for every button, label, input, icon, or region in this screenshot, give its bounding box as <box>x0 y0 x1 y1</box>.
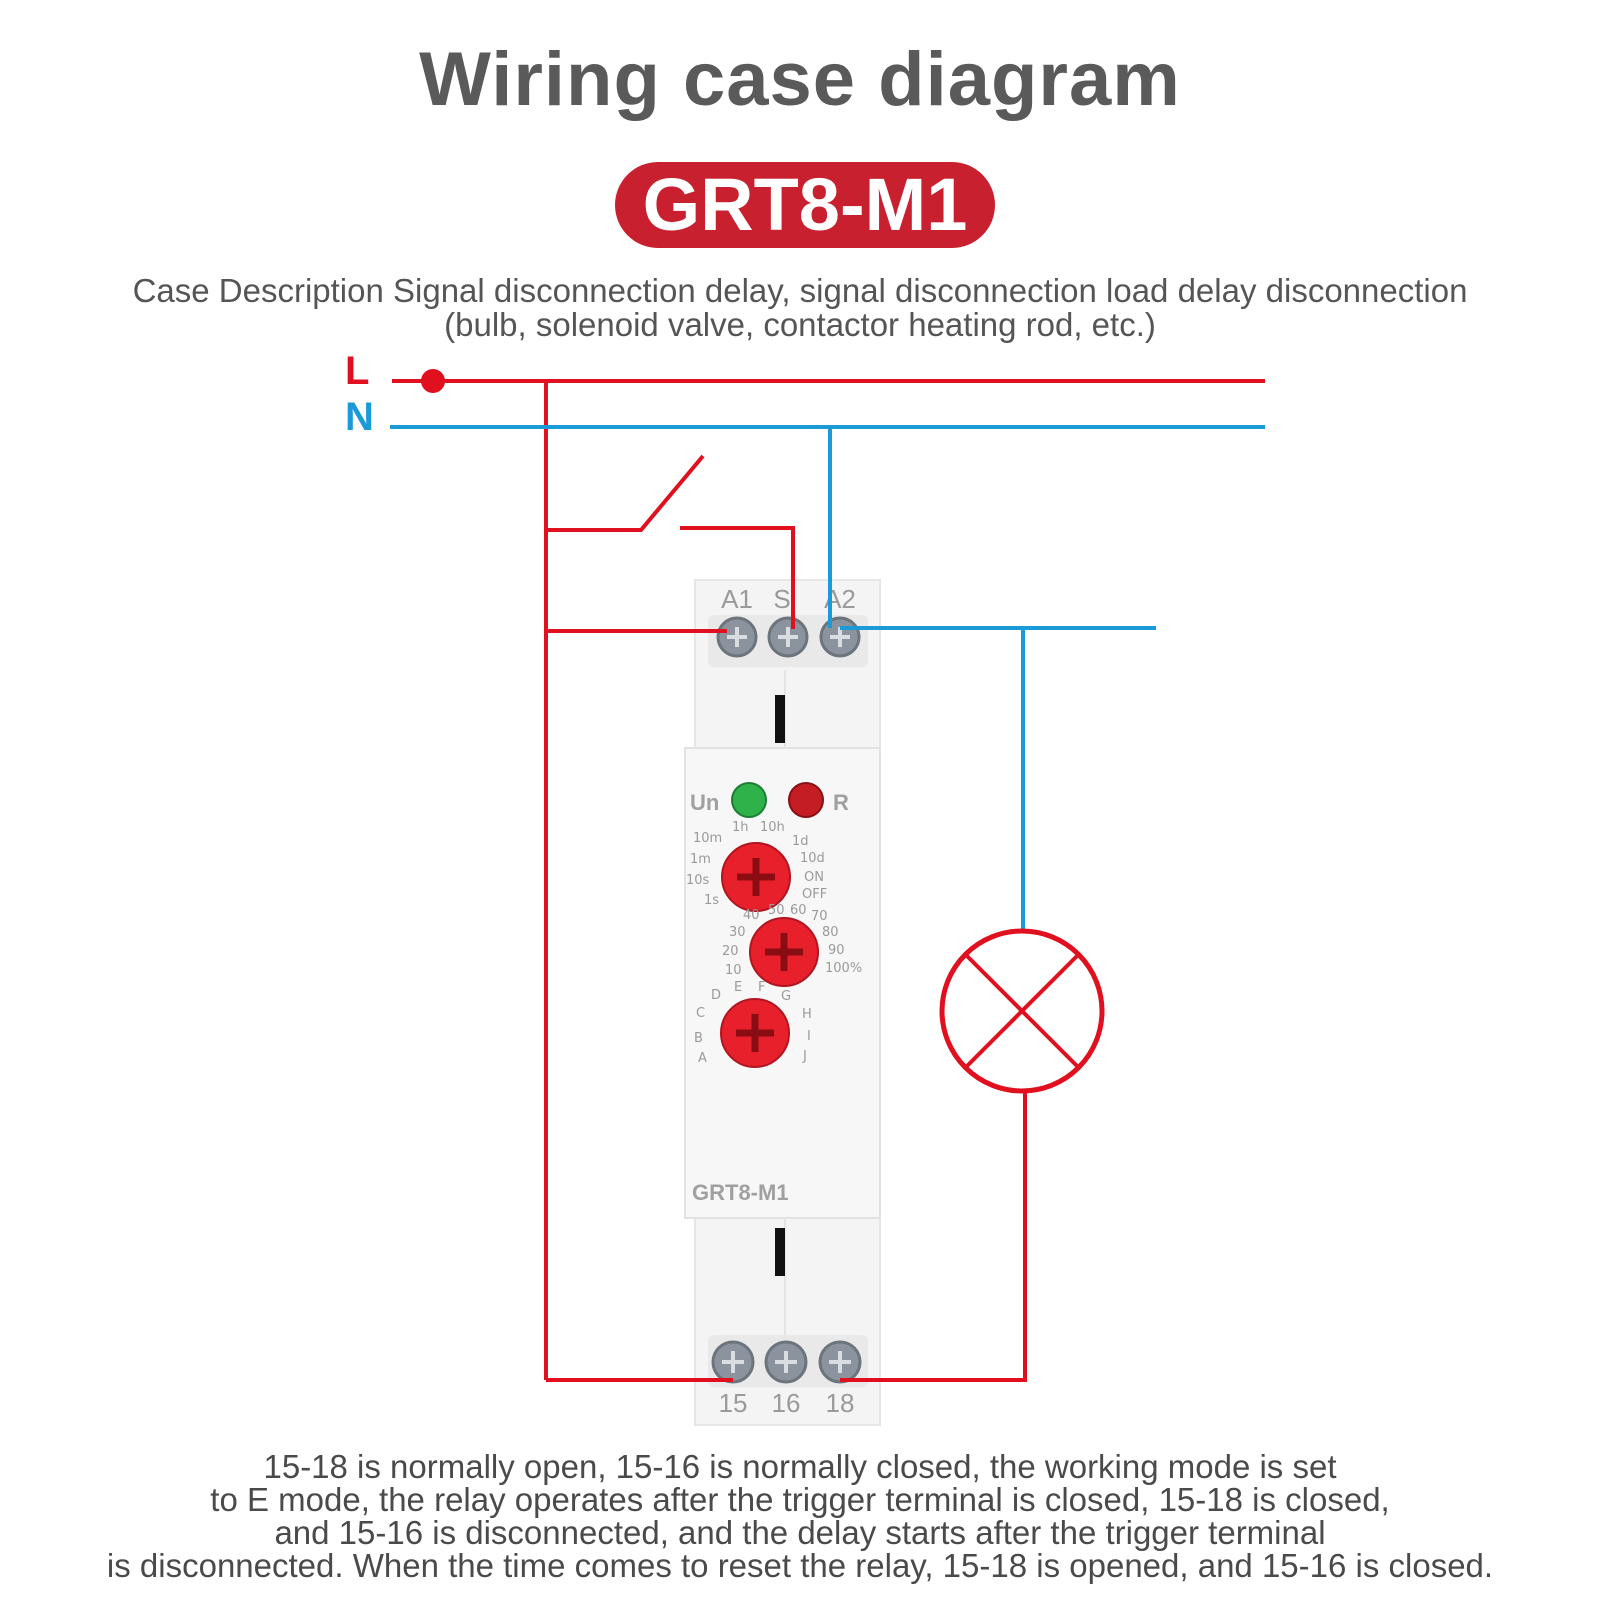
percent-dial-label: 70 <box>811 909 828 924</box>
mode-dial-label: H <box>802 1007 812 1022</box>
percent-dial-label: 30 <box>729 925 746 940</box>
relay-led <box>788 782 824 818</box>
time-dial-label: 1d <box>792 834 809 849</box>
time-dial-label: ON <box>804 870 824 885</box>
screw-15[interactable] <box>711 1340 755 1384</box>
time-dial-label: OFF <box>802 887 827 902</box>
percent-dial-label: 40 <box>743 908 760 923</box>
percent-dial-label: 60 <box>790 903 807 918</box>
mode-dial-label: E <box>734 980 742 995</box>
terminal-label-a1: A1 <box>721 584 753 614</box>
terminal-label-16: 16 <box>772 1388 801 1418</box>
time-dial-label: 1h <box>732 820 749 835</box>
operation-note: 15-18 is normally open, 15-16 is normall… <box>0 1450 1600 1582</box>
screw-a2[interactable] <box>819 616 861 658</box>
case-description-detail: (bulb, solenoid valve, contactor heating… <box>444 306 1156 343</box>
screw-18[interactable] <box>818 1340 862 1384</box>
case-description: Case Description Signal disconnection de… <box>132 272 1468 309</box>
time-dial-label: 10h <box>760 820 785 835</box>
percent-dial-label: 50 <box>768 903 785 918</box>
mode-dial-label: G <box>781 989 791 1004</box>
time-dial-label: 10s <box>686 873 710 888</box>
power-indicator-label: Un <box>690 790 719 815</box>
note-line: 15-18 is normally open, 15-16 is normall… <box>263 1448 1337 1485</box>
mode-dial-label: I <box>807 1029 811 1044</box>
relay-indicator-label: R <box>833 790 849 815</box>
note-line: and 15-16 is disconnected, and the delay… <box>274 1514 1326 1551</box>
time-range-dial[interactable]: 1s 10s 1m 10m 1h 10h 1d 10d ON OFF <box>686 820 827 912</box>
lamp-icon <box>939 928 1105 1094</box>
mode-dial-label: A <box>698 1051 707 1066</box>
time-dial-label: 1m <box>690 852 711 867</box>
percent-dial-label: 80 <box>822 925 839 940</box>
din-clip-top <box>775 695 785 743</box>
mode-dial-label: J <box>802 1049 807 1064</box>
percent-dial-label: 100% <box>825 961 862 976</box>
mode-dial[interactable]: A B C D E F G H I J <box>694 980 812 1068</box>
time-dial-label: 10d <box>800 851 825 866</box>
neutral-wiring <box>390 425 1265 931</box>
screw-16[interactable] <box>764 1340 808 1384</box>
note-line: to E mode, the relay operates after the … <box>210 1481 1390 1518</box>
percent-dial-label: 20 <box>722 944 739 959</box>
din-clip-bottom <box>775 1228 785 1276</box>
percent-dial-label: 10 <box>725 963 742 978</box>
note-line: is disconnected. When the time comes to … <box>106 1547 1494 1584</box>
neutral-label: N <box>345 395 374 439</box>
mode-dial-label: D <box>711 988 721 1003</box>
terminal-label-15: 15 <box>719 1388 748 1418</box>
percent-dial[interactable]: 10 20 30 40 50 60 70 80 90 100% <box>722 903 862 987</box>
mode-dial-label: F <box>758 980 765 995</box>
page-title: Wiring case diagram <box>419 37 1181 122</box>
screw-s[interactable] <box>767 616 809 658</box>
model-badge: GRT8-M1 <box>615 162 995 248</box>
live-wiring <box>392 379 1265 1382</box>
time-dial-label: 1s <box>704 893 719 908</box>
terminal-label-18: 18 <box>826 1388 855 1418</box>
time-dial-label: 10m <box>693 831 722 846</box>
live-junction <box>421 369 445 393</box>
terminal-label-s: S <box>773 584 790 614</box>
screw-a1[interactable] <box>716 616 758 658</box>
mode-dial-label: C <box>696 1006 705 1021</box>
mode-dial-label: B <box>694 1031 703 1046</box>
relay-panel-model: GRT8-M1 <box>692 1180 789 1205</box>
power-led <box>731 782 767 818</box>
percent-dial-label: 90 <box>828 943 845 958</box>
live-label: L <box>345 349 369 393</box>
